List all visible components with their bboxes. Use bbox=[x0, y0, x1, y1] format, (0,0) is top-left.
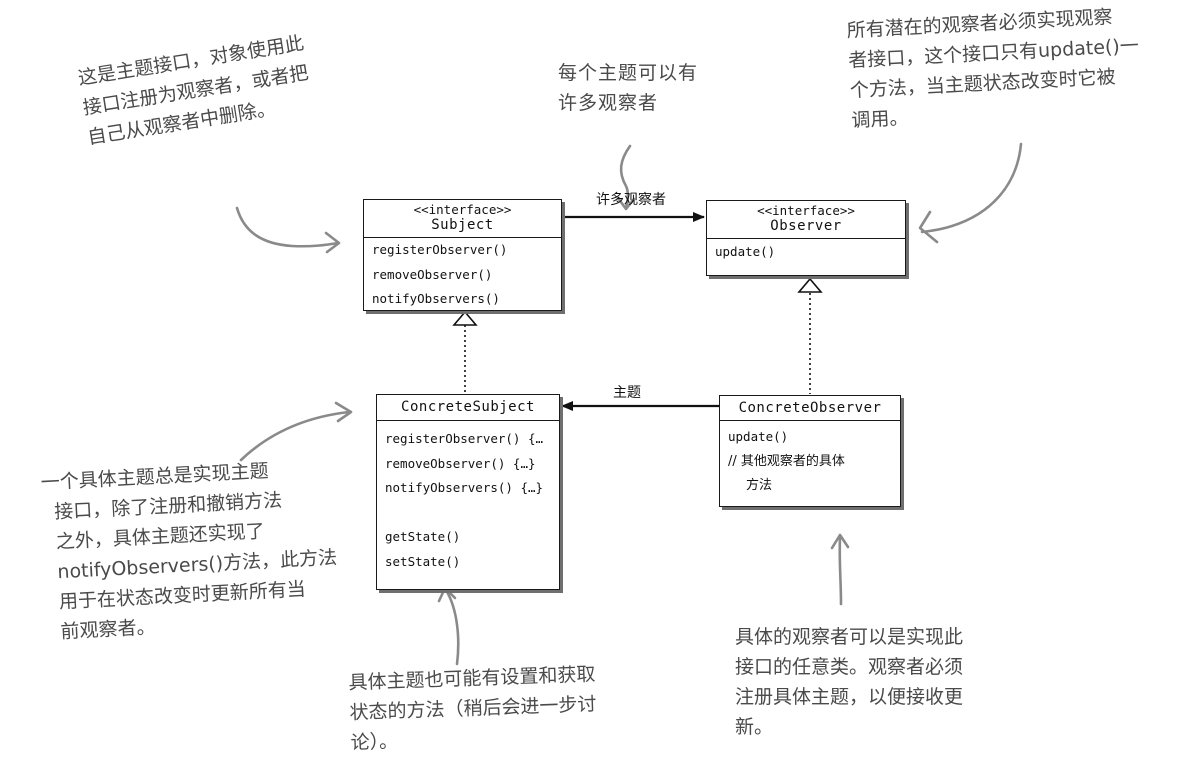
concrete-subject-method: setState() bbox=[385, 553, 461, 569]
concrete-observer-method: update() bbox=[728, 429, 789, 444]
note-concrete-subject: 一个具体主题总是实现主题 接口，除了注册和撤销方法 之外，具体主题还实现了 no… bbox=[40, 453, 341, 648]
observer-stereotype: <<interface>> bbox=[757, 203, 855, 218]
annotation-arrow-subject-head bbox=[324, 231, 341, 254]
observer-methods: update() bbox=[707, 239, 905, 268]
subject-name: Subject bbox=[431, 217, 494, 233]
observer-name: Observer bbox=[770, 218, 842, 234]
note-line: 具体的观察者可以是实现此 bbox=[735, 626, 964, 648]
note-line: 注册具体主题，以便接收更 bbox=[735, 686, 964, 708]
association-label-subject: 主题 bbox=[613, 385, 641, 401]
concrete-subject-method: registerObserver() {… bbox=[385, 431, 544, 446]
note-line: 每个主题可以有 bbox=[558, 62, 699, 84]
annotation-arrow-concrete-subject bbox=[239, 410, 351, 462]
note-concrete-observer: 具体的观察者可以是实现此 接口的任意类。观察者必须 注册具体主题，以便接收更 新… bbox=[735, 622, 963, 742]
concrete-subject-method: notifyObservers() {…} bbox=[385, 480, 544, 495]
realization-triangle-observer bbox=[797, 277, 823, 293]
subject-interface-box: <<interface>> Subject registerObserver()… bbox=[363, 199, 562, 311]
concrete-observer-comment: // 其他观察者的具体 bbox=[728, 453, 845, 469]
concrete-observer-methods: update() // 其他观察者的具体 方法 bbox=[720, 421, 900, 502]
subject-method: removeObserver() bbox=[372, 266, 493, 282]
observer-interface-box: <<interface>> Observer update() bbox=[706, 200, 906, 276]
subject-methods: registerObserver() removeObserver() noti… bbox=[364, 238, 561, 315]
concrete-subject-method: removeObserver() {…} bbox=[385, 455, 536, 471]
observer-header: <<interface>> Observer bbox=[707, 201, 905, 239]
realization-triangle-subject bbox=[452, 310, 478, 326]
concrete-subject-name: ConcreteSubject bbox=[401, 399, 535, 415]
annotation-arrow-state bbox=[444, 588, 460, 666]
note-get-set-state: 具体主题也可能有设置和获取 状态的方法（稍后会进一步讨 论）。 bbox=[348, 659, 598, 758]
method-group-gap bbox=[385, 501, 551, 526]
note-line: 许多观察者 bbox=[558, 92, 659, 114]
subject-stereotype: <<interface>> bbox=[413, 202, 512, 217]
association-label-many-observers: 许多观察者 bbox=[596, 192, 666, 208]
concrete-subject-box: ConcreteSubject registerObserver() {… re… bbox=[376, 394, 560, 590]
concrete-observer-name: ConcreteObserver bbox=[738, 400, 882, 416]
annotation-arrow-subject bbox=[235, 206, 340, 248]
annotation-arrow-many bbox=[619, 144, 632, 210]
concrete-subject-methods: registerObserver() {… removeObserver() {… bbox=[377, 421, 559, 577]
note-line: 接口的任意类。观察者必须 bbox=[735, 656, 964, 678]
annotation-arrow-concrete-subject-head bbox=[334, 401, 353, 423]
concrete-subject-method: getState() bbox=[385, 529, 461, 544]
concrete-observer-box: ConcreteObserver update() // 其他观察者的具体 方法 bbox=[719, 395, 901, 507]
annotation-arrow-concrete-observer-head bbox=[830, 533, 850, 550]
note-observer-interface: 所有潜在的观察者必须实现观察 者接口，这个接口只有update()一 个方法，当… bbox=[846, 1, 1143, 136]
annotation-arrow-many-head bbox=[616, 196, 636, 211]
annotation-arrow-observer-head bbox=[918, 210, 939, 244]
concrete-subject-header: ConcreteSubject bbox=[377, 395, 559, 421]
note-many-observers: 每个主题可以有 许多观察者 bbox=[558, 58, 698, 118]
subject-header: <<interface>> Subject bbox=[364, 200, 561, 238]
concrete-observer-comment: 方法 bbox=[746, 478, 773, 493]
annotation-arrow-concrete-observer bbox=[838, 536, 843, 606]
subject-method: notifyObservers() bbox=[372, 291, 500, 306]
observer-method: update() bbox=[715, 244, 776, 259]
subject-method: registerObserver() bbox=[372, 242, 508, 257]
concrete-observer-header: ConcreteObserver bbox=[720, 396, 900, 421]
annotation-arrow-observer bbox=[920, 142, 1023, 234]
note-line: 新。 bbox=[735, 716, 774, 738]
